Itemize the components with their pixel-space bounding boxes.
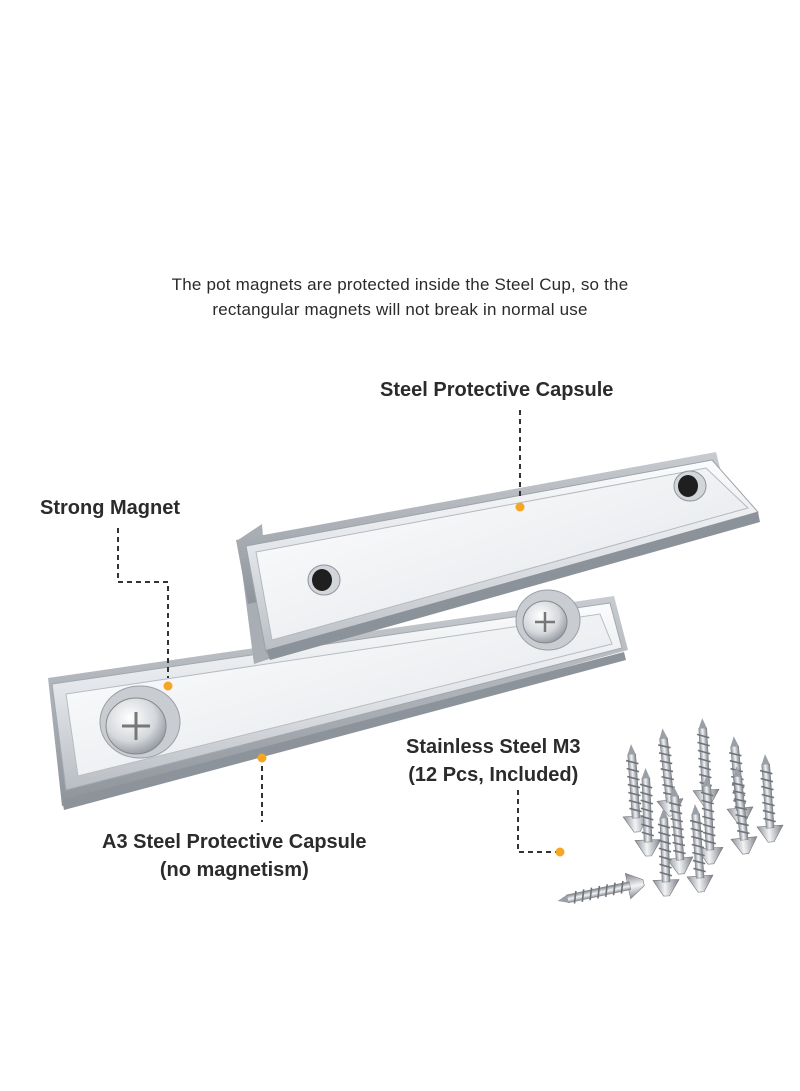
capsule-callout-dot: [515, 502, 525, 512]
upper-capsule: [236, 452, 760, 664]
magnet-callout-dot: [163, 681, 173, 691]
a3-capsule-label-line2: (no magnetism): [159, 859, 309, 881]
a3-capsule-label-line1: A3 Steel Protective Capsule: [102, 831, 367, 853]
screws-label: Stainless Steel M3 (12 Pcs, Included): [406, 733, 581, 789]
screw-callout-line: [517, 790, 556, 853]
lower-capsule: [48, 589, 628, 810]
a3-capsule-label: A3 Steel Protective Capsule (no magnetis…: [102, 828, 367, 884]
strong-magnet-label: Strong Magnet: [40, 497, 180, 519]
screws-cluster: [554, 716, 785, 915]
right-magnet-cup: [515, 589, 581, 651]
screws-label-line2: (12 Pcs, Included): [408, 764, 579, 786]
screw-callout-dot: [555, 847, 565, 857]
callouts: [117, 410, 565, 857]
steel-capsule-label: Steel Protective Capsule: [380, 379, 614, 401]
left-magnet-cup: [99, 685, 181, 759]
a3-callout-dot: [257, 753, 267, 763]
screws-label-line1: Stainless Steel M3: [406, 736, 581, 758]
intro-caption: The pot magnets are protected inside the…: [171, 275, 629, 319]
magnet-callout-line: [117, 528, 169, 678]
